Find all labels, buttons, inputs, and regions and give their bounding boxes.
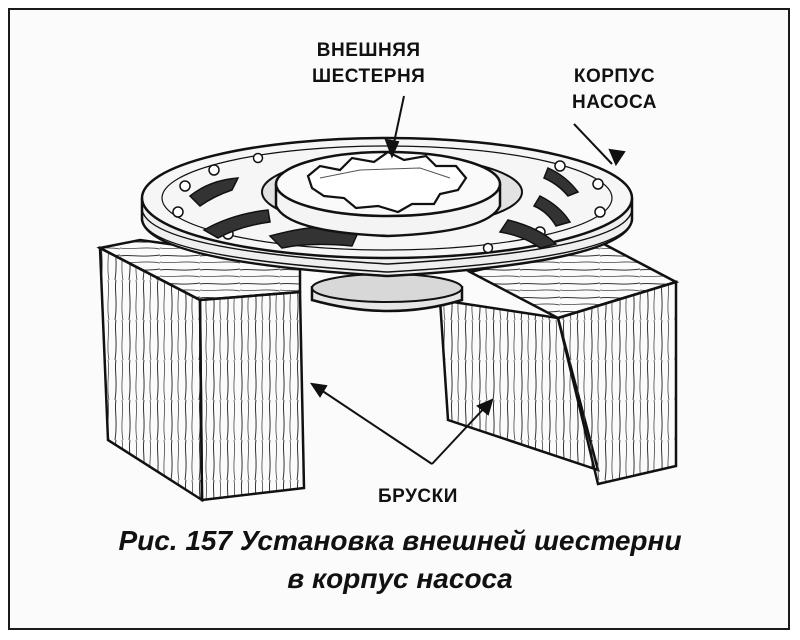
figure-caption-line1: Рис. 157 Установка внешней шестерни [118,525,682,556]
figure-caption-line2: в корпус насоса [287,563,513,594]
outer-gear [274,150,502,238]
left-wood-block [96,238,306,503]
pump-hub [310,273,464,313]
leader-lines [309,95,626,465]
blocks-label: БРУСКИ [378,486,458,507]
right-wood-block [438,240,680,486]
